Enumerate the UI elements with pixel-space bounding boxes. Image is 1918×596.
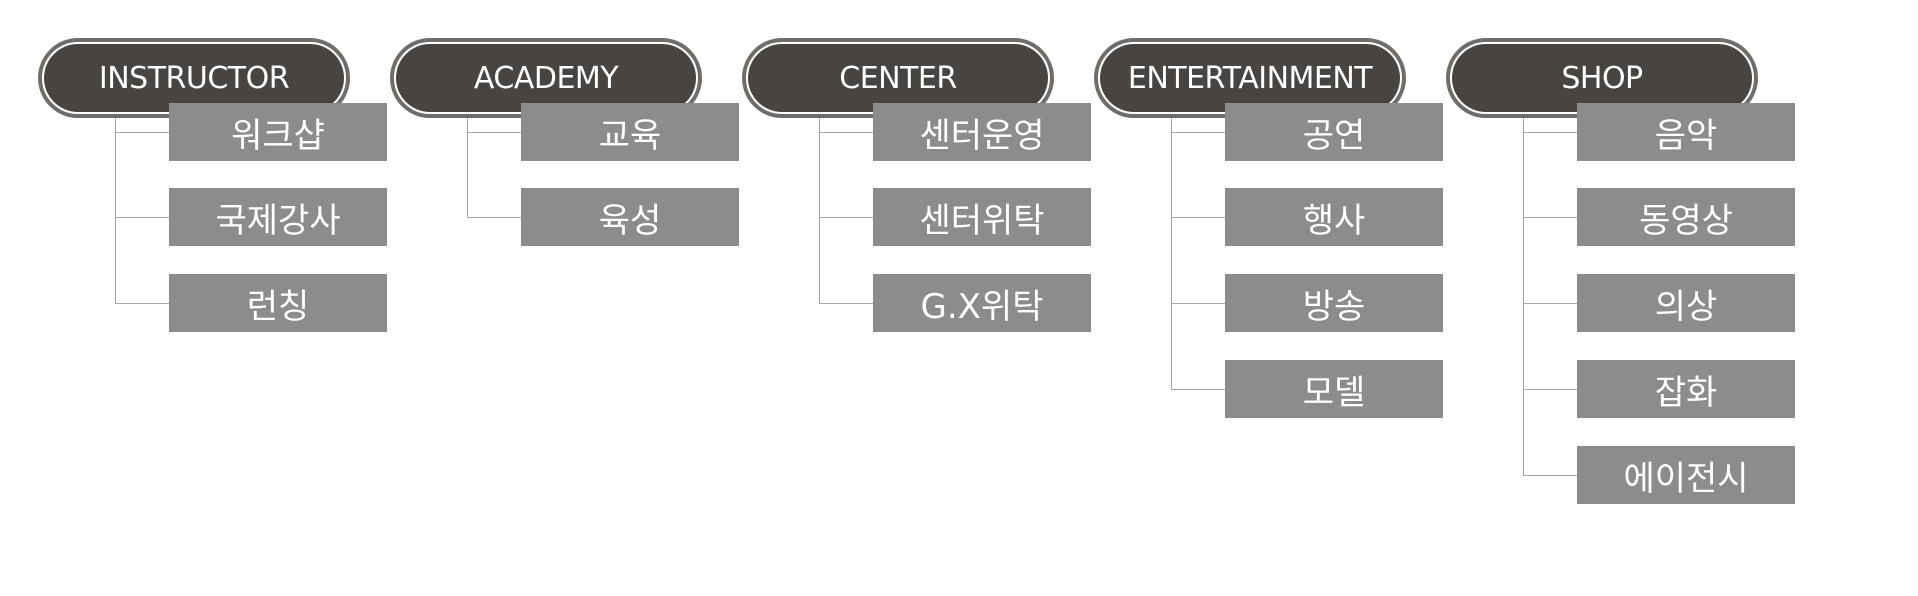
category-header-label: ACADEMY [396,44,696,112]
subcategory-item: 동영상 [1577,188,1795,246]
tree-connector-branch [1171,217,1225,218]
subcategory-item: 교육 [521,103,739,161]
subcategory-item: 음악 [1577,103,1795,161]
tree-connector-branch [819,217,873,218]
category-header: CENTER [742,38,1054,118]
tree-connector-branch [1523,217,1577,218]
subcategory-item: 워크샵 [169,103,387,161]
tree-connector-vertical [819,118,820,303]
tree-connector-branch [1523,475,1577,476]
subcategory-item: 센터위탁 [873,188,1091,246]
tree-connector-vertical [115,118,116,303]
tree-connector-branch [1523,303,1577,304]
subcategory-item: 센터운영 [873,103,1091,161]
tree-connector-branch [819,303,873,304]
subcategory-item: 육성 [521,188,739,246]
tree-connector-branch [1523,132,1577,133]
subcategory-item: 의상 [1577,274,1795,332]
tree-connector-branch [1171,303,1225,304]
tree-connector-vertical [1171,118,1172,389]
category-header-label: INSTRUCTOR [44,44,344,112]
subcategory-item: 런칭 [169,274,387,332]
category-header: ENTERTAINMENT [1094,38,1406,118]
tree-connector-branch [115,132,169,133]
category-header-label: CENTER [748,44,1048,112]
tree-connector-branch [467,217,521,218]
category-header-label: SHOP [1452,44,1752,112]
subcategory-item: 방송 [1225,274,1443,332]
tree-connector-branch [115,303,169,304]
subcategory-item: 잡화 [1577,360,1795,418]
subcategory-item: 모델 [1225,360,1443,418]
category-header: INSTRUCTOR [38,38,350,118]
tree-connector-branch [819,132,873,133]
tree-connector-branch [1171,389,1225,390]
subcategory-item: G.X위탁 [873,274,1091,332]
subcategory-item: 국제강사 [169,188,387,246]
subcategory-item: 에이전시 [1577,446,1795,504]
tree-connector-branch [1171,132,1225,133]
subcategory-item: 행사 [1225,188,1443,246]
tree-connector-branch [1523,389,1577,390]
tree-connector-branch [115,217,169,218]
category-header-label: ENTERTAINMENT [1100,44,1400,112]
tree-connector-branch [467,132,521,133]
tree-connector-vertical [1523,118,1524,475]
tree-connector-vertical [467,118,468,217]
subcategory-item: 공연 [1225,103,1443,161]
